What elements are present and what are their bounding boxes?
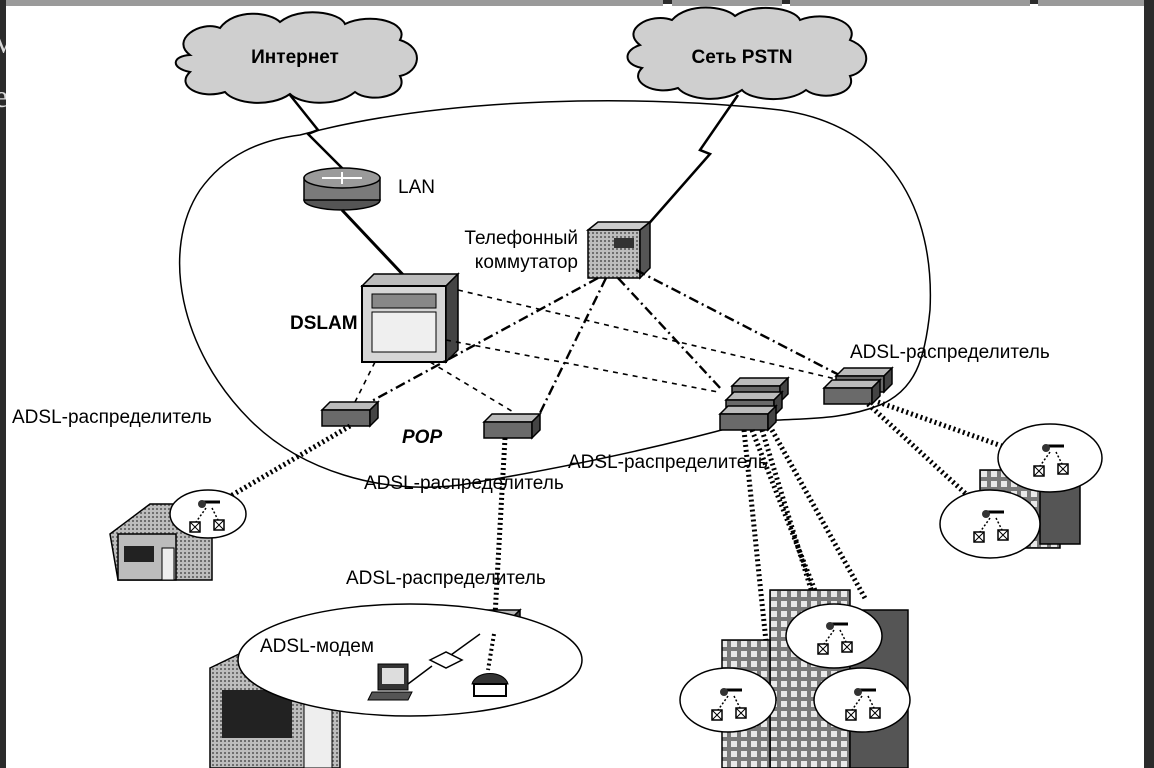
- dslam-label: DSLAM: [290, 313, 358, 334]
- dslam-links: [354, 289, 841, 414]
- subscriber-bubble: [679, 667, 777, 733]
- computer-icon: [367, 663, 413, 701]
- telephone-icon: [471, 673, 509, 697]
- splitter-phone-link: [486, 633, 496, 671]
- internet-label: Интернет: [251, 47, 339, 68]
- telephone-switch-icon: [585, 220, 653, 280]
- diagram-panel: [6, 4, 1144, 768]
- internet-link: [289, 94, 345, 171]
- pstn-cloud: Сеть PSTN: [626, 6, 868, 101]
- adsl-splitter-label-right: ADSL-распределитель: [850, 342, 1050, 363]
- adsl-modem-label: ADSL-модем: [260, 636, 374, 657]
- home-network-bubble: [237, 603, 583, 717]
- adsl-splitter-label-pop: ADSL-распределитель: [364, 473, 564, 494]
- voice-links: [369, 268, 846, 414]
- adsl-modem-icon: [428, 651, 464, 669]
- slide-frame-top: [6, 0, 1144, 6]
- subscriber-bubble: [997, 423, 1103, 493]
- adsl-splitter-pop: [483, 413, 541, 439]
- slide-background-text-fragment: е: [0, 78, 9, 114]
- slide-frame-right: [1144, 0, 1154, 768]
- pop-label: POP: [402, 427, 442, 448]
- internet-cloud: Интернет: [174, 11, 418, 104]
- subscriber-bubble: [169, 489, 247, 539]
- subscriber-bubble: [939, 489, 1041, 559]
- adsl-splitter-label-home: ADSL-распределитель: [346, 568, 546, 589]
- pstn-link: [644, 94, 740, 229]
- switch-label-line2: коммутатор: [475, 252, 578, 273]
- adsl-splitter-label-left: ADSL-распределитель: [12, 407, 212, 428]
- lan-label: LAN: [398, 177, 435, 198]
- lan-dslam-link: [340, 208, 410, 282]
- adsl-splitter-left: [321, 401, 379, 427]
- pstn-label: Сеть PSTN: [692, 47, 793, 68]
- subscriber-bubble: [785, 603, 883, 669]
- adsl-splitter-label-center: ADSL-распределитель: [568, 452, 768, 473]
- router-icon: [303, 167, 381, 211]
- switch-label-line1: Телефонный: [464, 228, 578, 249]
- subscriber-bubble: [813, 667, 911, 733]
- dslam-icon: [360, 272, 460, 364]
